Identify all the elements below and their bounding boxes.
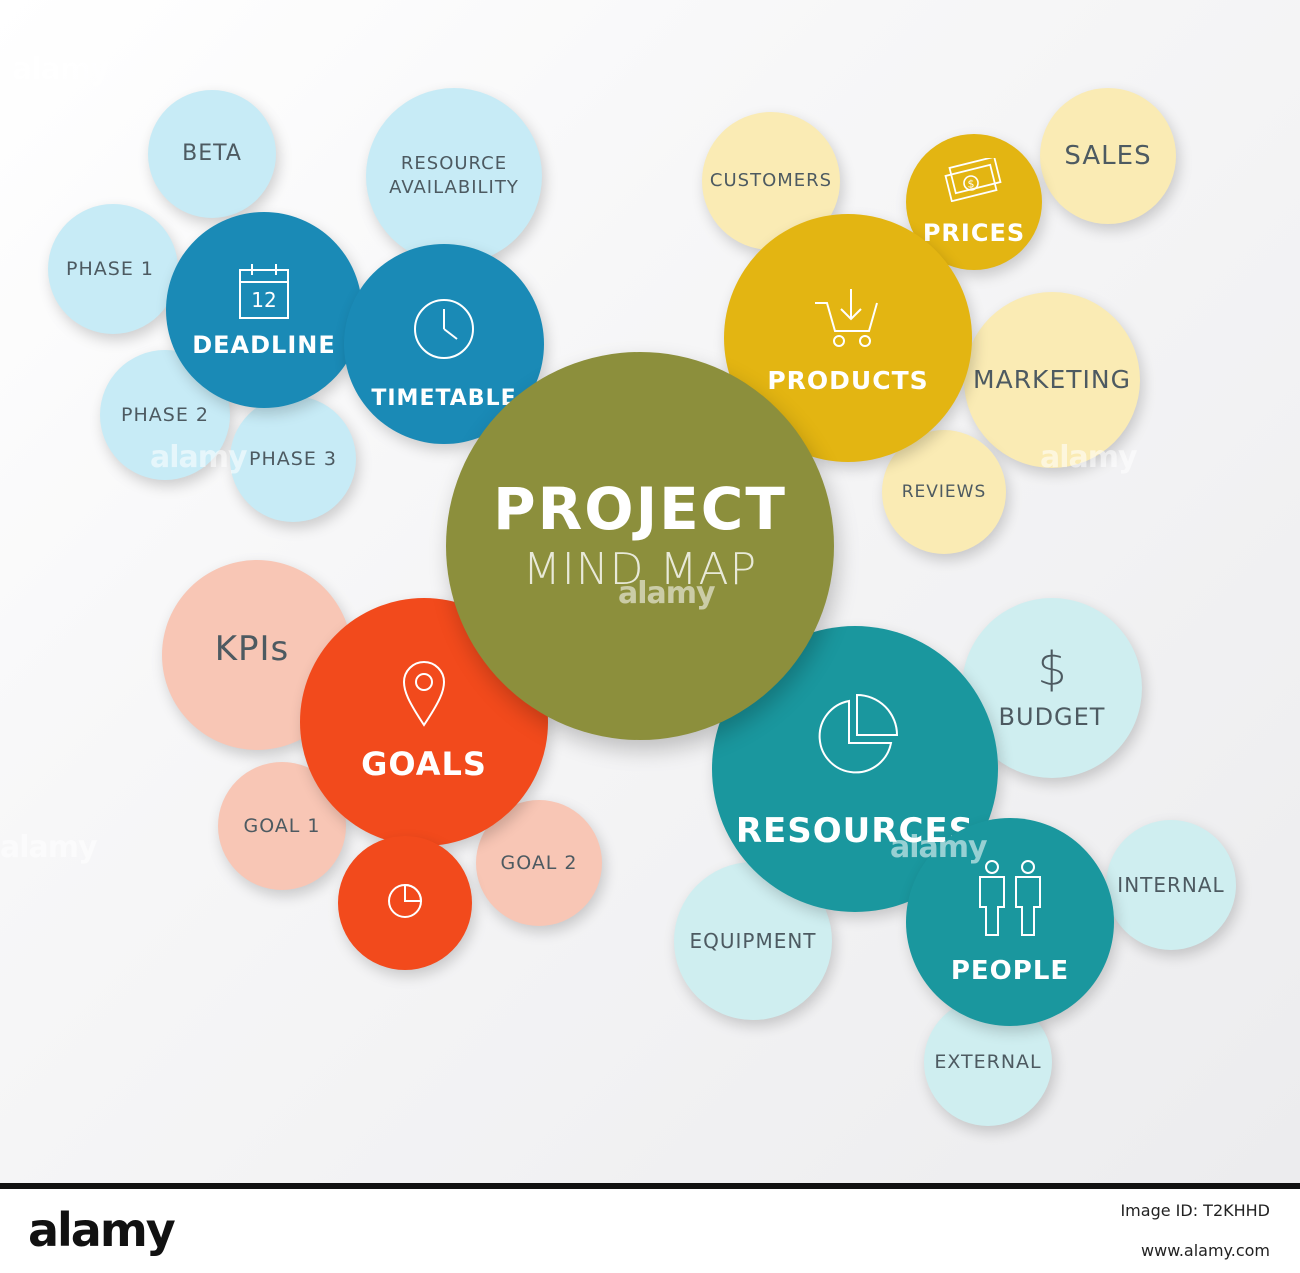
footer: alamy Image ID: T2KHHD www.alamy.com [0,1183,1300,1273]
pie-chart-icon [386,882,424,924]
phase3-label: PHASE 3 [249,447,337,470]
marketing-bubble: MARKETING [964,292,1140,468]
beta-bubble: BETA [148,90,276,218]
sales-label: SALES [1064,140,1152,171]
people-icon [970,859,1050,943]
goal2-label: GOAL 2 [500,851,578,874]
sales-bubble: SALES [1040,88,1176,224]
marketing-label: MARKETING [973,365,1131,395]
image-id-label: Image ID: T2KHHD [1120,1201,1270,1220]
dollar-icon: $ [1037,641,1067,696]
pie-chart-icon [809,691,901,787]
customers-label: CUSTOMERS [709,170,833,192]
reviews-label: REVIEWS [901,481,987,502]
people-label: PEOPLE [950,955,1070,986]
phase3-bubble: PHASE 3 [230,396,356,522]
products-label: PRODUCTS [767,366,929,396]
mind-map-canvas: BETA RESOURCE AVAILABILITY PHASE 1 PHASE… [0,0,1300,1183]
external-label: EXTERNAL [934,1050,1042,1073]
watermark: alamy [12,52,110,87]
center-title: PROJECT [493,474,787,543]
reviews-bubble: REVIEWS [882,430,1006,554]
internal-label: INTERNAL [1117,873,1225,897]
resource-availability-label-line2: AVAILABILITY [389,177,519,198]
goal1-label: GOAL 1 [243,814,321,837]
money-icon: $ [944,155,1004,206]
calendar-icon: 12 [236,262,292,322]
watermark: alamy [0,830,98,865]
svg-text:$: $ [968,177,975,190]
watermark: alamy [890,830,988,865]
deadline-label: DEADLINE [192,330,336,359]
project-mind-map-center: PROJECT MIND MAP [446,352,834,740]
internal-bubble: INTERNAL [1106,820,1236,950]
budget-bubble: $ BUDGET [962,598,1142,778]
cart-icon [813,287,883,353]
timetable-label: TIMETABLE [371,385,517,411]
phase2-label: PHASE 2 [121,403,209,426]
watermark: alamy [150,440,248,475]
resource-availability-bubble: RESOURCE AVAILABILITY [366,88,542,264]
people-bubble: PEOPLE [906,818,1114,1026]
watermark: alamy [618,576,716,611]
site-url: www.alamy.com [1141,1241,1270,1260]
kpis-label: KPIs [214,629,290,670]
beta-label: BETA [182,140,242,166]
budget-label: BUDGET [998,702,1106,731]
watermark: alamy [1040,440,1138,475]
deadline-bubble: 12 DEADLINE [166,212,362,408]
resources-label: RESOURCES [735,811,975,852]
phase1-label: PHASE 1 [66,257,154,280]
calendar-day: 12 [251,287,277,312]
goals-chart-bubble [338,836,472,970]
pin-icon [402,661,446,731]
footer-divider [0,1183,1300,1189]
center-subtitle: MIND MAP [522,543,758,595]
brand-logo: alamy [28,1203,176,1257]
goals-label: GOALS [361,745,487,784]
prices-label: PRICES [922,218,1026,247]
resource-availability-label-line1: RESOURCE [400,153,508,175]
phase1-bubble: PHASE 1 [48,204,178,334]
clock-icon [412,297,476,365]
equipment-label: EQUIPMENT [689,929,817,953]
